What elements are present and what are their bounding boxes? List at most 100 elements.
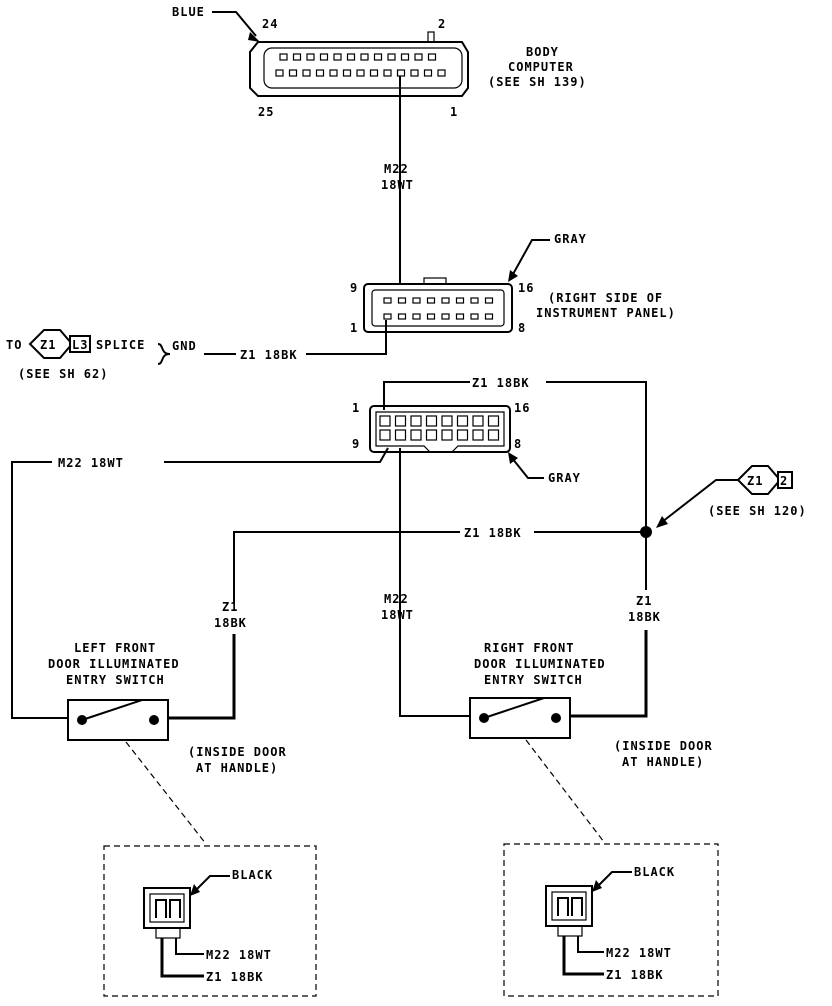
connector-pin <box>426 297 436 304</box>
right-detail-wire1: M22 18WT <box>606 946 672 960</box>
connector-pin <box>472 415 484 427</box>
gray-top-location-1: (RIGHT SIDE OF <box>548 291 663 305</box>
gray-top-pin-9: 9 <box>350 281 358 295</box>
pin-2-label: 2 <box>438 17 446 31</box>
blue-leader <box>212 11 257 37</box>
gray-top-location-2: INSTRUMENT PANEL) <box>536 306 676 320</box>
connector-pin <box>455 313 465 320</box>
gray-bottom-pin-16: 16 <box>514 401 530 415</box>
connector-pin <box>373 53 383 61</box>
gray-bottom-leader <box>511 457 544 479</box>
connector-pin <box>441 415 453 427</box>
connector-pin <box>412 313 421 320</box>
left-detail-wire1: M22 18WT <box>206 948 272 962</box>
connector-pin <box>470 297 479 304</box>
wire-z1-left-gauge: 18BK <box>214 616 247 630</box>
connector-pin <box>387 53 396 61</box>
left-switch-line2: DOOR ILLUMINATED <box>48 657 180 671</box>
connector-pin <box>356 69 365 77</box>
pin-25-label: 25 <box>258 105 274 119</box>
body-computer-ref: (SEE SH 139) <box>488 75 587 89</box>
gnd-break <box>157 343 171 365</box>
right-switch-loc2: AT HANDLE) <box>622 755 704 769</box>
connector-pin <box>410 415 422 427</box>
splice-right-id: 2 <box>780 474 788 488</box>
connector-pin <box>410 429 422 441</box>
left-switch-loc1: (INSIDE DOOR <box>188 745 287 759</box>
wire-z1-top-loop <box>546 381 647 530</box>
connector-pin <box>410 69 419 77</box>
right-entry-switch <box>469 697 571 739</box>
connector-pin <box>394 415 407 427</box>
gnd-label: GND <box>172 339 197 353</box>
connector-pin <box>369 69 379 77</box>
wire-m22-top-circuit: M22 <box>384 162 409 176</box>
connector-pin <box>441 297 450 304</box>
connector-pin <box>279 53 288 61</box>
gray-connector-bottom <box>369 405 511 453</box>
wire-z1-right <box>564 630 648 718</box>
connector-pin <box>441 313 450 320</box>
body-computer-name-2: COMPUTER <box>508 60 574 74</box>
wire-z1-gnd-label: Z1 18BK <box>240 348 298 362</box>
splice-right-leader <box>661 479 738 523</box>
connector-pin <box>484 297 494 304</box>
connector-pin <box>427 53 437 61</box>
gray-bottom-color: GRAY <box>548 471 581 485</box>
wire-m22-top-gauge: 18WT <box>381 178 414 192</box>
wire-m22-center-circuit: M22 <box>384 592 409 606</box>
connector-pin <box>470 313 479 320</box>
connector-pin <box>319 53 329 61</box>
connector-pin <box>379 429 391 441</box>
connector-pin <box>383 69 392 77</box>
connector-pin <box>472 429 484 441</box>
wire-z1-left <box>156 634 236 720</box>
connector-pin <box>412 297 421 304</box>
connector-pin <box>441 429 453 441</box>
left-switch-loc2: AT HANDLE) <box>196 761 278 775</box>
right-switch-line2: DOOR ILLUMINATED <box>474 657 606 671</box>
splice-left-text: SPLICE <box>96 338 145 352</box>
body-computer-name-1: BODY <box>526 45 559 59</box>
pin-24-label: 24 <box>262 17 278 31</box>
connector-pin <box>379 415 391 427</box>
right-detail-leader <box>525 739 605 843</box>
connector-pin <box>426 313 436 320</box>
connector-pin <box>397 313 407 320</box>
splice-left-ref: (SEE SH 62) <box>18 367 108 381</box>
connector-pin <box>414 53 423 61</box>
splice-left-to: TO <box>6 338 22 352</box>
connector-pin <box>487 429 500 441</box>
gray-top-pin-16: 16 <box>518 281 534 295</box>
body-computer-pins <box>275 53 446 77</box>
connector-pin <box>383 313 392 320</box>
left-switch-line1: LEFT FRONT <box>74 641 156 655</box>
wire-m22-left-label: M22 18WT <box>58 456 124 470</box>
right-switch-line3: ENTRY SWITCH <box>484 673 583 687</box>
connector-pin <box>342 69 352 77</box>
wire-m22-center-gauge: 18WT <box>381 608 414 622</box>
connector-pin <box>346 53 356 61</box>
wire-m22-center <box>399 448 472 717</box>
wire-z1-right-circuit: Z1 <box>636 594 652 608</box>
connector-pin <box>275 69 284 77</box>
left-detail-color: BLACK <box>232 868 273 882</box>
gray-top-leader <box>511 239 550 277</box>
connector-pin <box>383 297 392 304</box>
splice-left-circuit: Z1 <box>40 338 56 352</box>
connector-pin <box>333 53 342 61</box>
connector-pin <box>484 313 494 320</box>
connector-pin <box>315 69 325 77</box>
connector-pin <box>306 53 315 61</box>
splice-right-box <box>777 471 793 489</box>
right-switch-loc1: (INSIDE DOOR <box>614 739 713 753</box>
gray-bottom-top-wire: Z1 18BK <box>472 376 530 390</box>
right-switch-line1: RIGHT FRONT <box>484 641 574 655</box>
connector-pin <box>456 415 469 427</box>
right-detail-box <box>503 843 719 997</box>
connector-pin <box>397 297 407 304</box>
right-detail-color: BLACK <box>634 865 675 879</box>
connector-pin <box>394 429 407 441</box>
gray-bottom-pin-1: 1 <box>352 401 360 415</box>
